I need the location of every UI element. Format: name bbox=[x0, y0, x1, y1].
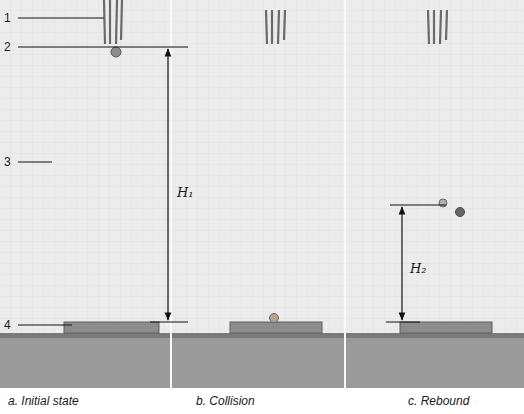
height-label: H₂ bbox=[410, 262, 427, 275]
part-number: 4 bbox=[4, 319, 11, 331]
panel-caption: a. Initial state bbox=[8, 395, 79, 407]
height-arrow bbox=[167, 49, 168, 320]
ball-shadow bbox=[456, 208, 465, 217]
panel-divider bbox=[170, 0, 172, 388]
ball bbox=[270, 314, 279, 323]
floor-edge bbox=[0, 333, 524, 338]
tweezers bbox=[104, 0, 447, 44]
ball bbox=[111, 47, 121, 57]
part-number: 3 bbox=[4, 156, 11, 168]
height-label: H₁ bbox=[177, 186, 194, 199]
ball bbox=[439, 199, 447, 207]
height-arrow bbox=[401, 207, 402, 320]
grid-backdrop bbox=[0, 0, 524, 388]
panel-caption: b. Collision bbox=[196, 395, 255, 407]
floor bbox=[0, 333, 524, 388]
part-number: 2 bbox=[4, 41, 11, 53]
part-number: 1 bbox=[4, 12, 11, 24]
leader-line bbox=[18, 18, 446, 325]
panel-divider bbox=[344, 0, 346, 388]
impact-plate bbox=[64, 322, 492, 333]
panel-caption: c. Rebound bbox=[408, 395, 469, 407]
